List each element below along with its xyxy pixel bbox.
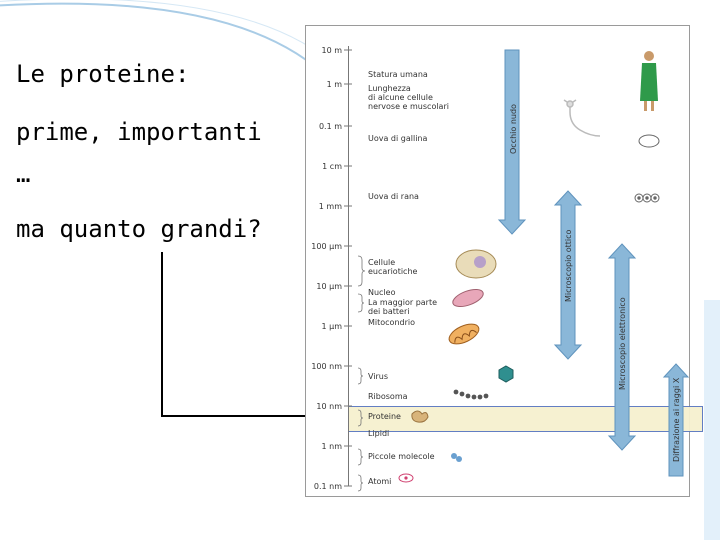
title-line-3: … bbox=[16, 160, 31, 188]
nerve-cell-icon bbox=[563, 99, 601, 137]
row-label-proteins: Proteine bbox=[368, 412, 401, 421]
row-label-mitochondrion: Mitocondrio bbox=[368, 318, 416, 327]
row-label-lipids: Lipidi bbox=[368, 429, 390, 438]
scale-label: 1 nm bbox=[321, 442, 343, 451]
scale-label: 1 cm bbox=[322, 162, 342, 171]
human-figure-icon bbox=[640, 51, 658, 111]
row-label-chicken-eggs: Uova di gallina bbox=[368, 134, 428, 143]
mitochondrion-icon bbox=[448, 323, 480, 345]
scale-label: 0.1 nm bbox=[313, 482, 342, 491]
scale-label: 10 nm bbox=[316, 402, 342, 411]
scale-ticks bbox=[344, 49, 366, 492]
small-molecule-icon bbox=[451, 453, 462, 462]
row-label-nerve-cells: Lunghezza di alcune cellule nervose e mu… bbox=[368, 84, 449, 111]
electron-microscope-arrow bbox=[607, 243, 637, 451]
protein-icon bbox=[411, 410, 429, 423]
bacterium-icon bbox=[452, 288, 484, 308]
chicken-egg-icon bbox=[638, 134, 660, 148]
atom-icon bbox=[398, 473, 414, 483]
instrument-arrows bbox=[497, 49, 689, 477]
ribosome-icon bbox=[453, 389, 489, 400]
scale-axis bbox=[348, 46, 349, 486]
scale-label: 0.1 m bbox=[318, 122, 342, 131]
virus-icon bbox=[498, 365, 514, 383]
xray-diffraction-arrow bbox=[662, 363, 689, 477]
scale-label: 1 m bbox=[326, 80, 342, 89]
proteins-highlight bbox=[348, 406, 703, 432]
frog-eggs-icon bbox=[634, 193, 660, 203]
scale-label: 10 m bbox=[321, 46, 342, 55]
decorative-strip bbox=[704, 300, 720, 540]
title-line-4: ma quanto grandi? bbox=[16, 215, 262, 243]
illustrations bbox=[398, 51, 660, 483]
row-label-bacteria: La maggior parte dei batteri bbox=[368, 298, 438, 316]
naked-eye-arrow bbox=[497, 49, 527, 235]
title-line-2: prime, importanti bbox=[16, 118, 262, 146]
light-microscope-arrow bbox=[553, 190, 583, 360]
row-label-eukaryotic-cells: Cellule eucariotiche bbox=[368, 258, 418, 276]
size-scale-figure: 10 m 1 m 0.1 m 1 cm 1 mm 100 µm 10 µm 1 … bbox=[305, 25, 703, 497]
row-label-virus: Virus bbox=[368, 372, 389, 381]
row-label-small-molecules: Piccole molecole bbox=[368, 452, 435, 461]
row-label-atoms: Atomi bbox=[368, 477, 392, 486]
row-label-frog-eggs: Uova di rana bbox=[368, 192, 419, 201]
scale-label: 1 µm bbox=[321, 322, 342, 331]
scale-label: 1 mm bbox=[318, 202, 342, 211]
title-line-1: Le proteine: bbox=[16, 60, 190, 88]
scale-label: 100 nm bbox=[311, 362, 342, 371]
row-label-human-height: Statura umana bbox=[368, 70, 428, 79]
row-label-nucleus: Nucleo bbox=[368, 288, 396, 297]
scale-label: 10 µm bbox=[316, 282, 342, 291]
eukaryotic-cell-icon bbox=[455, 249, 497, 279]
row-label-ribosome: Ribosoma bbox=[368, 392, 408, 401]
scale-label: 100 µm bbox=[311, 242, 342, 251]
